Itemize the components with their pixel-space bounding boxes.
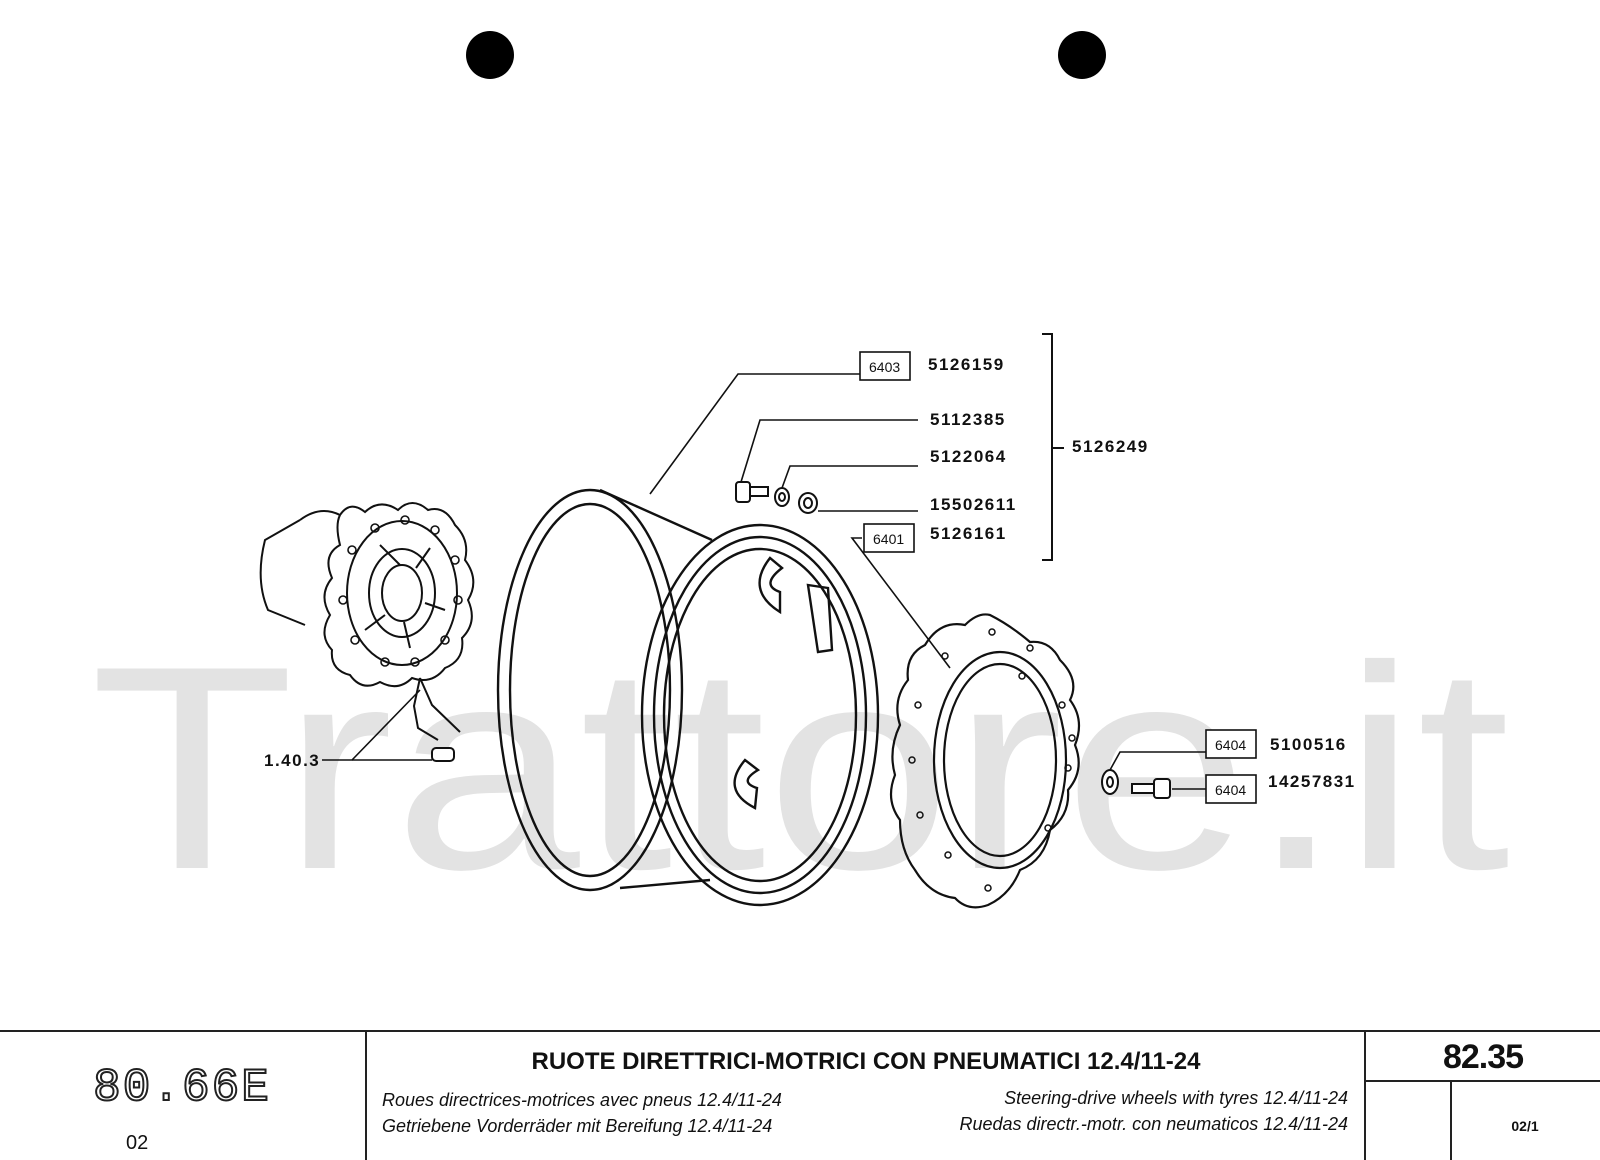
title-block-divider-right [1364, 1030, 1366, 1160]
binder-hole-right [1058, 31, 1106, 79]
page-sub-number: 02/1 [1511, 1118, 1539, 1134]
washer-5100516 [1101, 769, 1119, 795]
svg-text:6404: 6404 [1215, 737, 1246, 753]
nut-15502611 [798, 492, 818, 514]
callout-6401: 6401 [863, 523, 915, 553]
title-block-divider-left [365, 1030, 367, 1160]
part-5100516: 5100516 [1270, 735, 1347, 754]
part-15502611: 15502611 [930, 495, 1017, 514]
title-french: Roues directrices-motrices avec pneus 12… [382, 1090, 782, 1110]
callout-6404-bolt: 6404 [1205, 774, 1257, 804]
svg-text:6403: 6403 [869, 359, 900, 375]
svg-text:6404: 6404 [1215, 782, 1246, 798]
callout-6404-washer: 6404 [1205, 729, 1257, 759]
exploded-parts-diagram: Trattore.it 1.40.3 [90, 333, 1511, 930]
binder-hole-left [466, 31, 514, 79]
assembly-bracket [1042, 333, 1053, 561]
bolt-5112385 [735, 481, 769, 503]
title-german: Getriebene Vorderräder mit Bereifung 12.… [382, 1116, 773, 1136]
part-5122064: 5122064 [930, 447, 1007, 466]
wheel-centre-disc [889, 613, 1081, 909]
part-5126161: 5126161 [930, 524, 1007, 543]
watermark: Trattore.it [90, 606, 1511, 930]
svg-text:6401: 6401 [873, 531, 904, 547]
title-block-page-rule [1364, 1080, 1600, 1082]
ref-140-3: 1.40.3 [264, 751, 320, 770]
part-5126159: 5126159 [928, 355, 1005, 374]
part-14257831: 14257831 [1268, 772, 1356, 791]
wheel-hub [259, 502, 475, 688]
drawing-title: RUOTE DIRETTRICI-MOTRICI CON PNEUMATICI … [531, 1048, 1201, 1075]
page-number: 82.35 [1442, 1038, 1524, 1076]
title-english: Steering-drive wheels with tyres 12.4/11… [1004, 1088, 1348, 1108]
part-5126249: 5126249 [1072, 437, 1149, 456]
title-block-page-divider [1450, 1080, 1452, 1160]
title-spanish: Ruedas directr.-motr. con neumaticos 12.… [959, 1114, 1348, 1134]
part-5112385: 5112385 [930, 410, 1006, 429]
bolt-14257831 [1131, 778, 1171, 799]
washer-5122064 [774, 487, 790, 507]
callout-6403: 6403 [859, 351, 911, 381]
wheel-rim [496, 488, 880, 907]
model-code: 80.66E [92, 1061, 271, 1115]
model-sub: 02 [126, 1132, 149, 1154]
title-block-top-rule [0, 1030, 1600, 1032]
